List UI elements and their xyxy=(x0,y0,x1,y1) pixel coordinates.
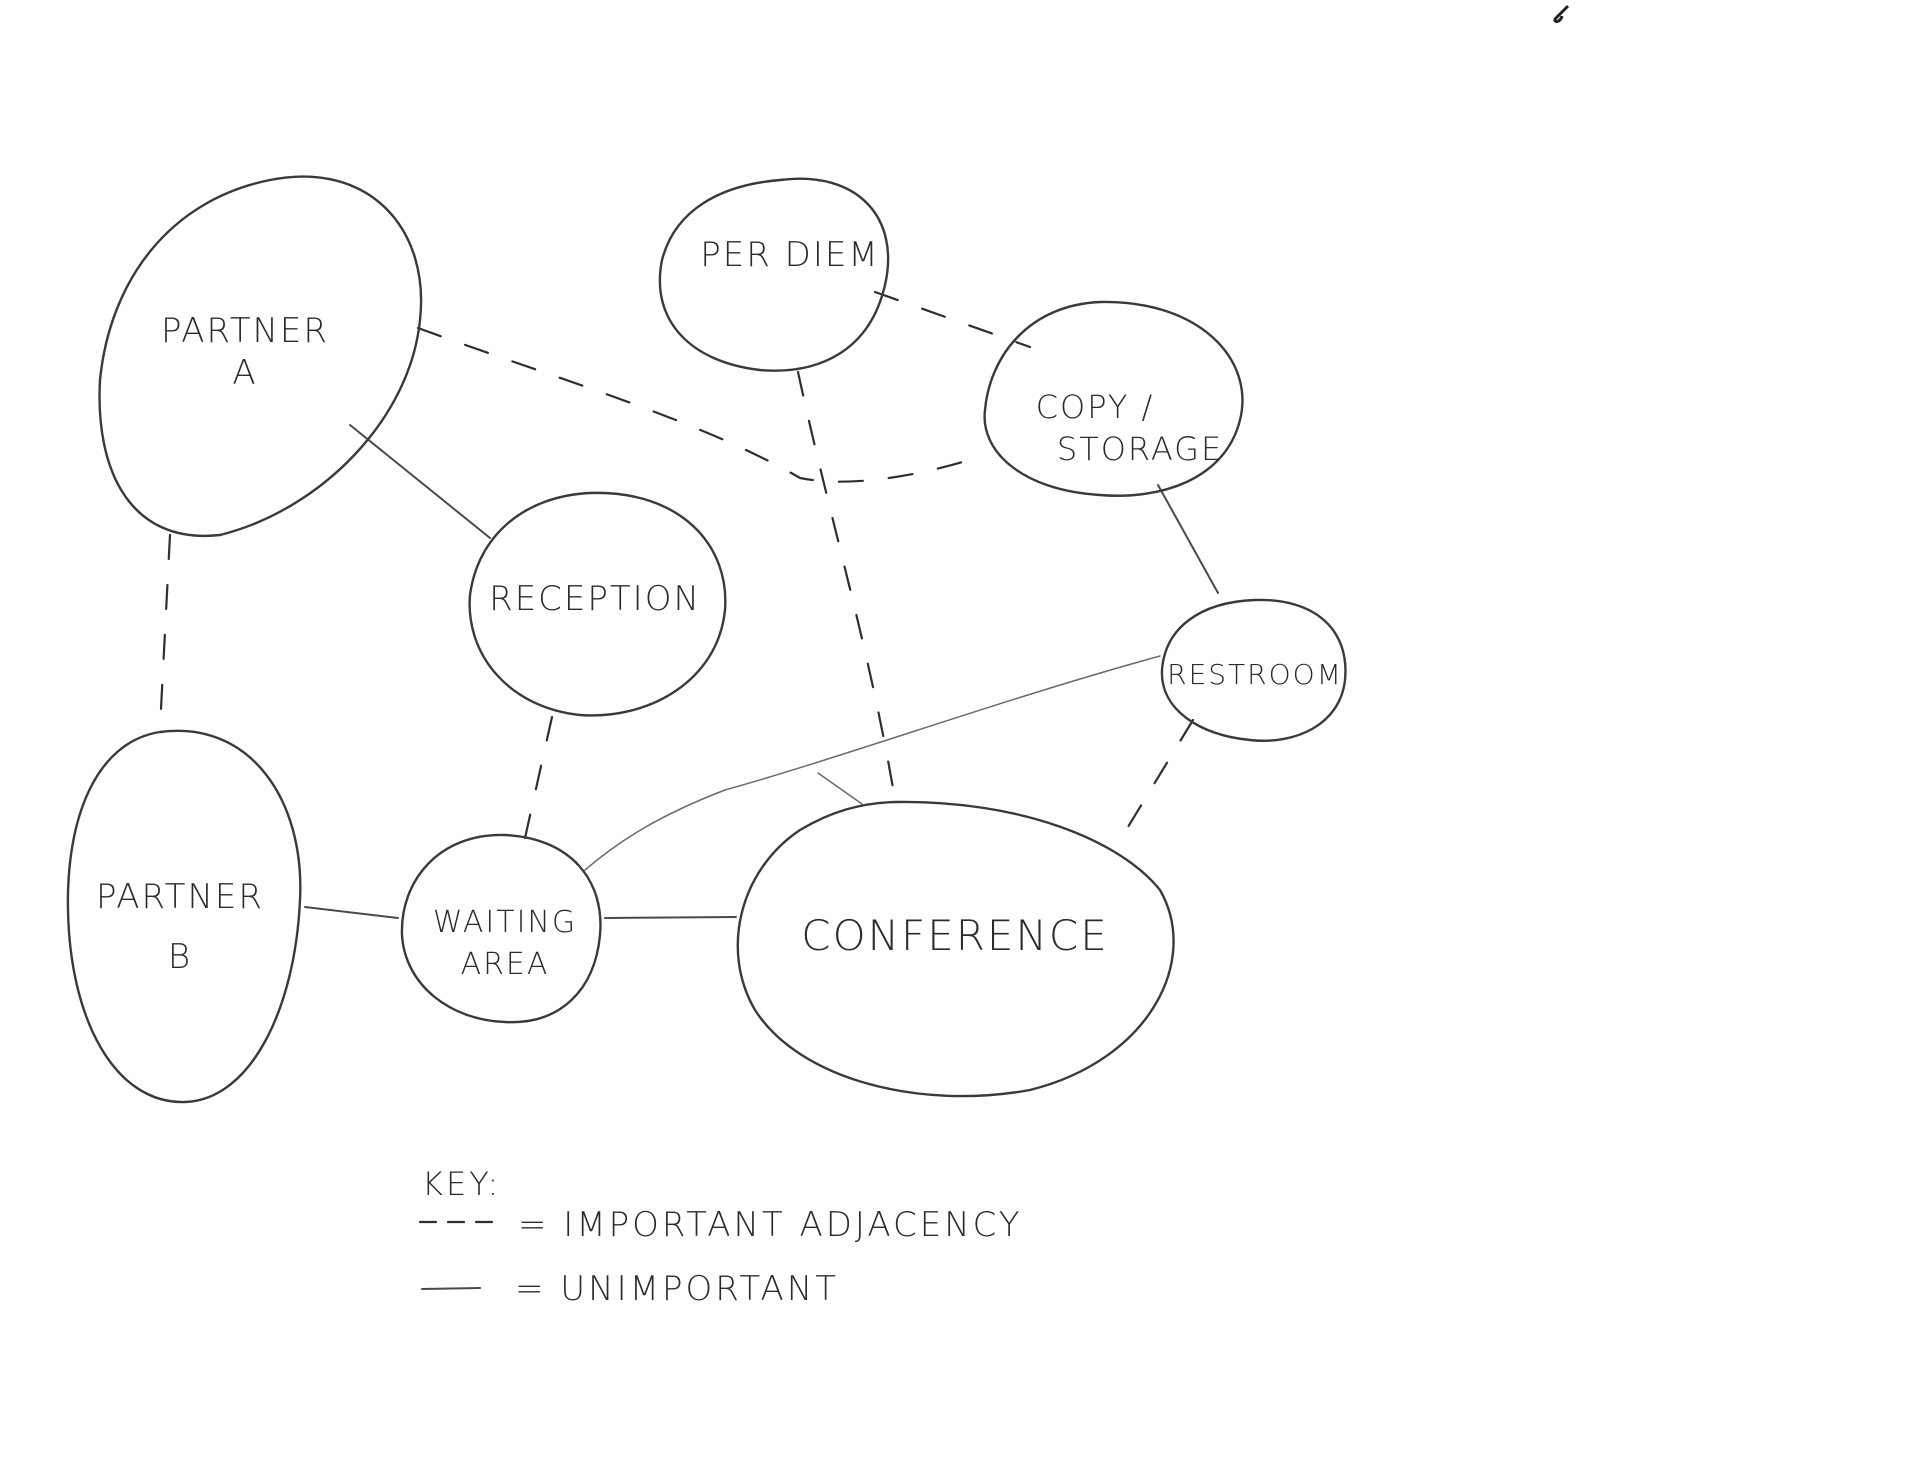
node-restroom: RESTROOM xyxy=(1160,598,1347,742)
edge-restroom-waiting-area xyxy=(584,655,1161,871)
edge-waiting-area-conference xyxy=(604,916,737,919)
legend-unimportant-label: = UNIMPORTANT xyxy=(515,1269,839,1309)
edge-per-diem-conference xyxy=(796,370,897,802)
bubble-waiting-area xyxy=(400,833,602,1024)
edge-partner-a-reception xyxy=(349,424,491,539)
legend: KEY: = IMPORTANT ADJACENCY = UNIMPORTANT xyxy=(418,1165,1023,1309)
label-reception: RECEPTION xyxy=(489,579,701,619)
node-per-diem: PER DIEM xyxy=(658,177,890,372)
label-copy-storage-line1: COPY / xyxy=(1036,388,1155,426)
label-partner-a-line1: PARTNER xyxy=(161,311,329,351)
legend-title: KEY: xyxy=(422,1165,501,1203)
edge-partner-b-waiting-area xyxy=(304,906,399,919)
label-copy-storage-line2: STORAGE xyxy=(1057,430,1223,468)
bubble-copy-storage xyxy=(983,300,1244,497)
node-partner-a: PARTNER A xyxy=(98,175,423,538)
edge-pencil-tick xyxy=(817,772,863,805)
legend-solid-sample xyxy=(421,1287,481,1290)
node-copy-storage: COPY / STORAGE xyxy=(983,300,1244,497)
edge-per-diem-copy-storage xyxy=(873,290,1032,349)
label-conference: CONFERENCE xyxy=(801,911,1109,960)
label-waiting-area-line2: AREA xyxy=(461,947,550,982)
edge-copy-storage-restroom xyxy=(1157,484,1219,594)
bubble-partner-a xyxy=(98,175,423,538)
label-partner-b-line1: PARTNER xyxy=(96,877,264,917)
bubble-per-diem xyxy=(658,177,890,372)
bubble-conference xyxy=(736,800,1175,1098)
bubble-restroom xyxy=(1160,598,1347,742)
node-reception: RECEPTION xyxy=(468,491,727,717)
bubble-partner-b xyxy=(66,729,302,1104)
node-waiting-area: WAITING AREA xyxy=(400,833,602,1024)
edge-partner-a-partner-b xyxy=(158,533,172,730)
bubble-reception xyxy=(468,491,727,717)
node-conference: CONFERENCE xyxy=(736,800,1175,1098)
edge-partner-a-copy-storage xyxy=(416,326,987,483)
edges xyxy=(158,290,1219,919)
label-waiting-area-line1: WAITING xyxy=(433,905,577,940)
edge-reception-waiting-area xyxy=(523,715,554,840)
label-partner-a-line2: A xyxy=(232,353,257,393)
label-restroom: RESTROOM xyxy=(1167,658,1343,691)
node-partner-b: PARTNER B xyxy=(66,729,302,1104)
stray-pencil-mark xyxy=(1553,4,1570,23)
edge-restroom-conference xyxy=(1115,718,1195,847)
legend-important-label: = IMPORTANT ADJACENCY xyxy=(518,1205,1023,1245)
label-per-diem: PER DIEM xyxy=(700,235,879,275)
label-partner-b-line2: B xyxy=(168,937,192,977)
